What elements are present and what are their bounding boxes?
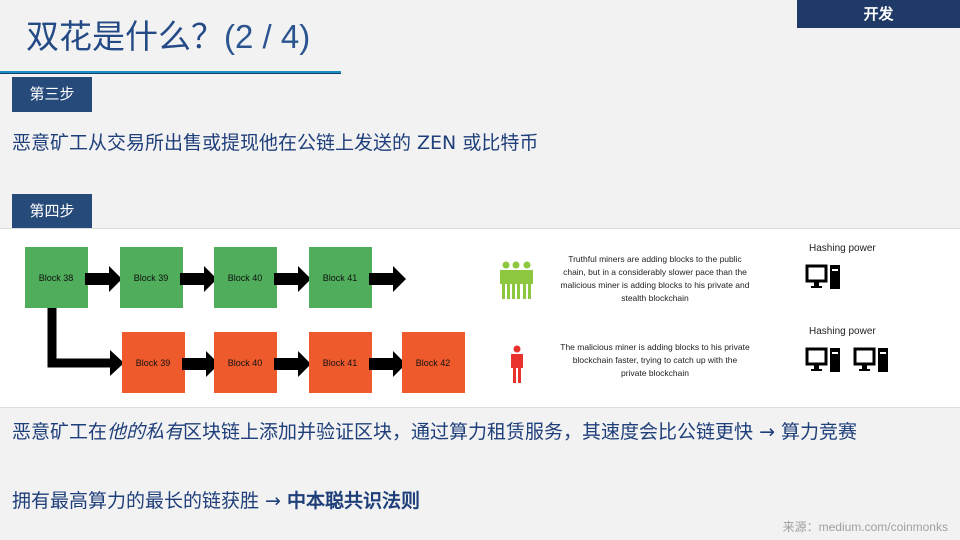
page-title: 双花是什么？(2 / 4) [26,10,310,58]
step4-badge: 第四步 [12,194,92,229]
person [510,270,522,299]
double-spend-diagram: Block 38 Block 39 Block 40 Block 41 Block 39… [0,228,960,408]
title-underline [0,71,341,74]
block-label: Block 42 [416,358,451,368]
arrow [180,266,217,292]
person [512,261,520,269]
step3-text: 恶意矿工从交易所出售或提现他在公链上发送的 ZEN 或比特币 [12,132,539,154]
tower-icon [830,348,840,372]
monitor-icon [853,347,876,366]
highlight: 中本聪共识法则 [287,490,421,512]
truthful-miners-icon [500,261,533,299]
monitor-base [811,369,822,371]
arrow [369,351,406,377]
person [500,270,512,299]
computer-icons [805,264,888,372]
source-credit: 来源：medium.com/coinmonks [782,520,948,534]
monitor-icon [805,264,828,283]
malicious-miner-icon [511,345,523,383]
public-block [120,247,183,308]
title-text: 双花是什么？ [26,17,224,56]
block-label: Block 41 [323,273,358,283]
private-block [402,332,465,393]
body-paragraph-2: 拥有最高算力的最长的链获胜 → 中本聪共识法则 [12,486,420,513]
monitor-base [811,286,822,288]
hashing-power-label: Hashing power [809,243,876,254]
arrow [369,266,406,292]
public-block [214,247,277,308]
emphasis: 他的私有 [107,421,184,443]
step3-badge: 第三步 [12,77,92,112]
tower-icon [878,348,888,372]
monitor-base [859,369,870,371]
malicious-note: The malicious miner is adding blocks to … [560,342,750,378]
arrow [182,351,219,377]
private-block [122,332,185,393]
tower-icon [830,265,840,289]
tower-slot [880,352,886,354]
private-block [309,332,372,393]
block-label: Block 39 [136,358,171,368]
private-block [214,332,277,393]
truthful-note: Truthful miners are adding blocks to the… [560,254,750,303]
arrow [274,266,311,292]
block-label: Block 40 [228,358,263,368]
block-label: Block 40 [228,273,263,283]
body-paragraph-1: 恶意矿工在他的私有区块链上添加并验证区块，通过算力租赁服务，其速度会比公链更快 … [12,418,932,447]
monitor-stand [862,365,867,369]
person [511,354,523,383]
fork-connector [47,307,112,368]
arrow [110,350,124,376]
blockchain-diagram: Block 38 Block 39 Block 40 Block 41 Block 39… [25,247,888,393]
text: 拥有最高算力的最长的链获胜 → [12,490,287,512]
section-tag: 开发 [797,0,960,28]
person [502,261,510,269]
arrow [85,266,122,292]
arrow [274,351,311,377]
public-block [25,247,88,308]
block-label: Block 38 [39,273,74,283]
public-block [309,247,372,308]
hashing-power-label: Hashing power [809,326,876,337]
monitor-icon [805,347,828,366]
block-label: Block 39 [134,273,169,283]
person [523,261,531,269]
person [513,345,521,353]
monitor-stand [814,365,819,369]
title-page-count: (2 / 4) [224,18,311,55]
monitor-stand [814,282,819,286]
tower-slot [832,352,838,354]
block-label: Block 41 [323,358,358,368]
tower-slot [832,269,838,271]
text: 区块链上添加并验证区块，通过算力租赁服务，其速度会比公链更快 → 算力竞赛 [183,421,858,443]
person [521,270,533,299]
text: 恶意矿工在 [12,421,108,443]
